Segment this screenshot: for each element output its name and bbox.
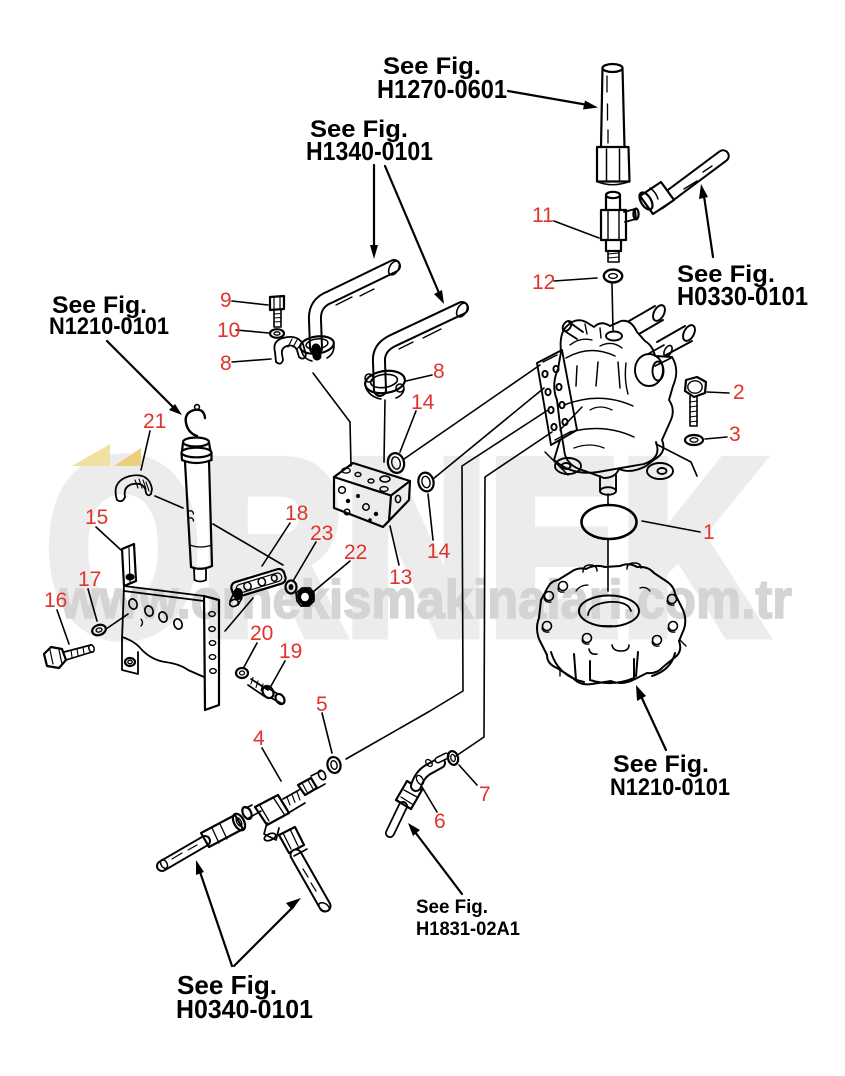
svg-text:H1831-02A1: H1831-02A1 bbox=[416, 919, 520, 940]
svg-text:8: 8 bbox=[433, 360, 445, 383]
svg-text:14: 14 bbox=[411, 391, 435, 414]
svg-text:23: 23 bbox=[310, 522, 333, 545]
svg-text:N1210-0101: N1210-0101 bbox=[49, 313, 169, 340]
svg-text:14: 14 bbox=[427, 540, 451, 563]
svg-text:21: 21 bbox=[143, 410, 166, 433]
svg-text:13: 13 bbox=[389, 566, 412, 589]
svg-text:1: 1 bbox=[703, 521, 715, 544]
svg-text:16: 16 bbox=[44, 589, 67, 612]
svg-text:See Fig.: See Fig. bbox=[383, 53, 481, 80]
svg-text:See Fig.: See Fig. bbox=[177, 970, 277, 1000]
svg-text:www.ornekismakinalari.com.tr: www.ornekismakinalari.com.tr bbox=[59, 568, 792, 630]
svg-text:18: 18 bbox=[285, 502, 308, 525]
svg-text:See Fig.: See Fig. bbox=[677, 261, 775, 288]
svg-text:22: 22 bbox=[344, 541, 367, 564]
svg-text:See Fig.: See Fig. bbox=[310, 116, 408, 143]
svg-text:17: 17 bbox=[78, 568, 101, 591]
svg-text:19: 19 bbox=[279, 640, 302, 663]
svg-text:20: 20 bbox=[250, 622, 273, 645]
svg-text:See Fig.: See Fig. bbox=[416, 897, 488, 918]
svg-text:6: 6 bbox=[434, 810, 446, 833]
svg-text:8: 8 bbox=[220, 352, 232, 375]
svg-text:See Fig.: See Fig. bbox=[52, 292, 147, 319]
svg-text:H1340-0101: H1340-0101 bbox=[306, 136, 433, 166]
svg-text:12: 12 bbox=[532, 271, 555, 294]
svg-text:7: 7 bbox=[479, 783, 491, 806]
svg-text:3: 3 bbox=[729, 423, 741, 446]
svg-text:2: 2 bbox=[733, 381, 745, 404]
svg-text:See Fig.: See Fig. bbox=[613, 751, 709, 778]
svg-text:4: 4 bbox=[253, 727, 265, 750]
svg-text:10: 10 bbox=[217, 319, 240, 342]
svg-text:9: 9 bbox=[220, 289, 232, 312]
svg-text:H0330-0101: H0330-0101 bbox=[677, 281, 808, 311]
svg-text:15: 15 bbox=[85, 506, 108, 529]
svg-text:ORNEK: ORNEK bbox=[46, 408, 764, 686]
svg-text:N1210-0101: N1210-0101 bbox=[610, 774, 730, 801]
svg-text:H1270-0601: H1270-0601 bbox=[377, 74, 507, 104]
svg-text:H0340-0101: H0340-0101 bbox=[176, 994, 313, 1024]
svg-text:5: 5 bbox=[316, 693, 328, 716]
svg-text:11: 11 bbox=[532, 204, 554, 227]
